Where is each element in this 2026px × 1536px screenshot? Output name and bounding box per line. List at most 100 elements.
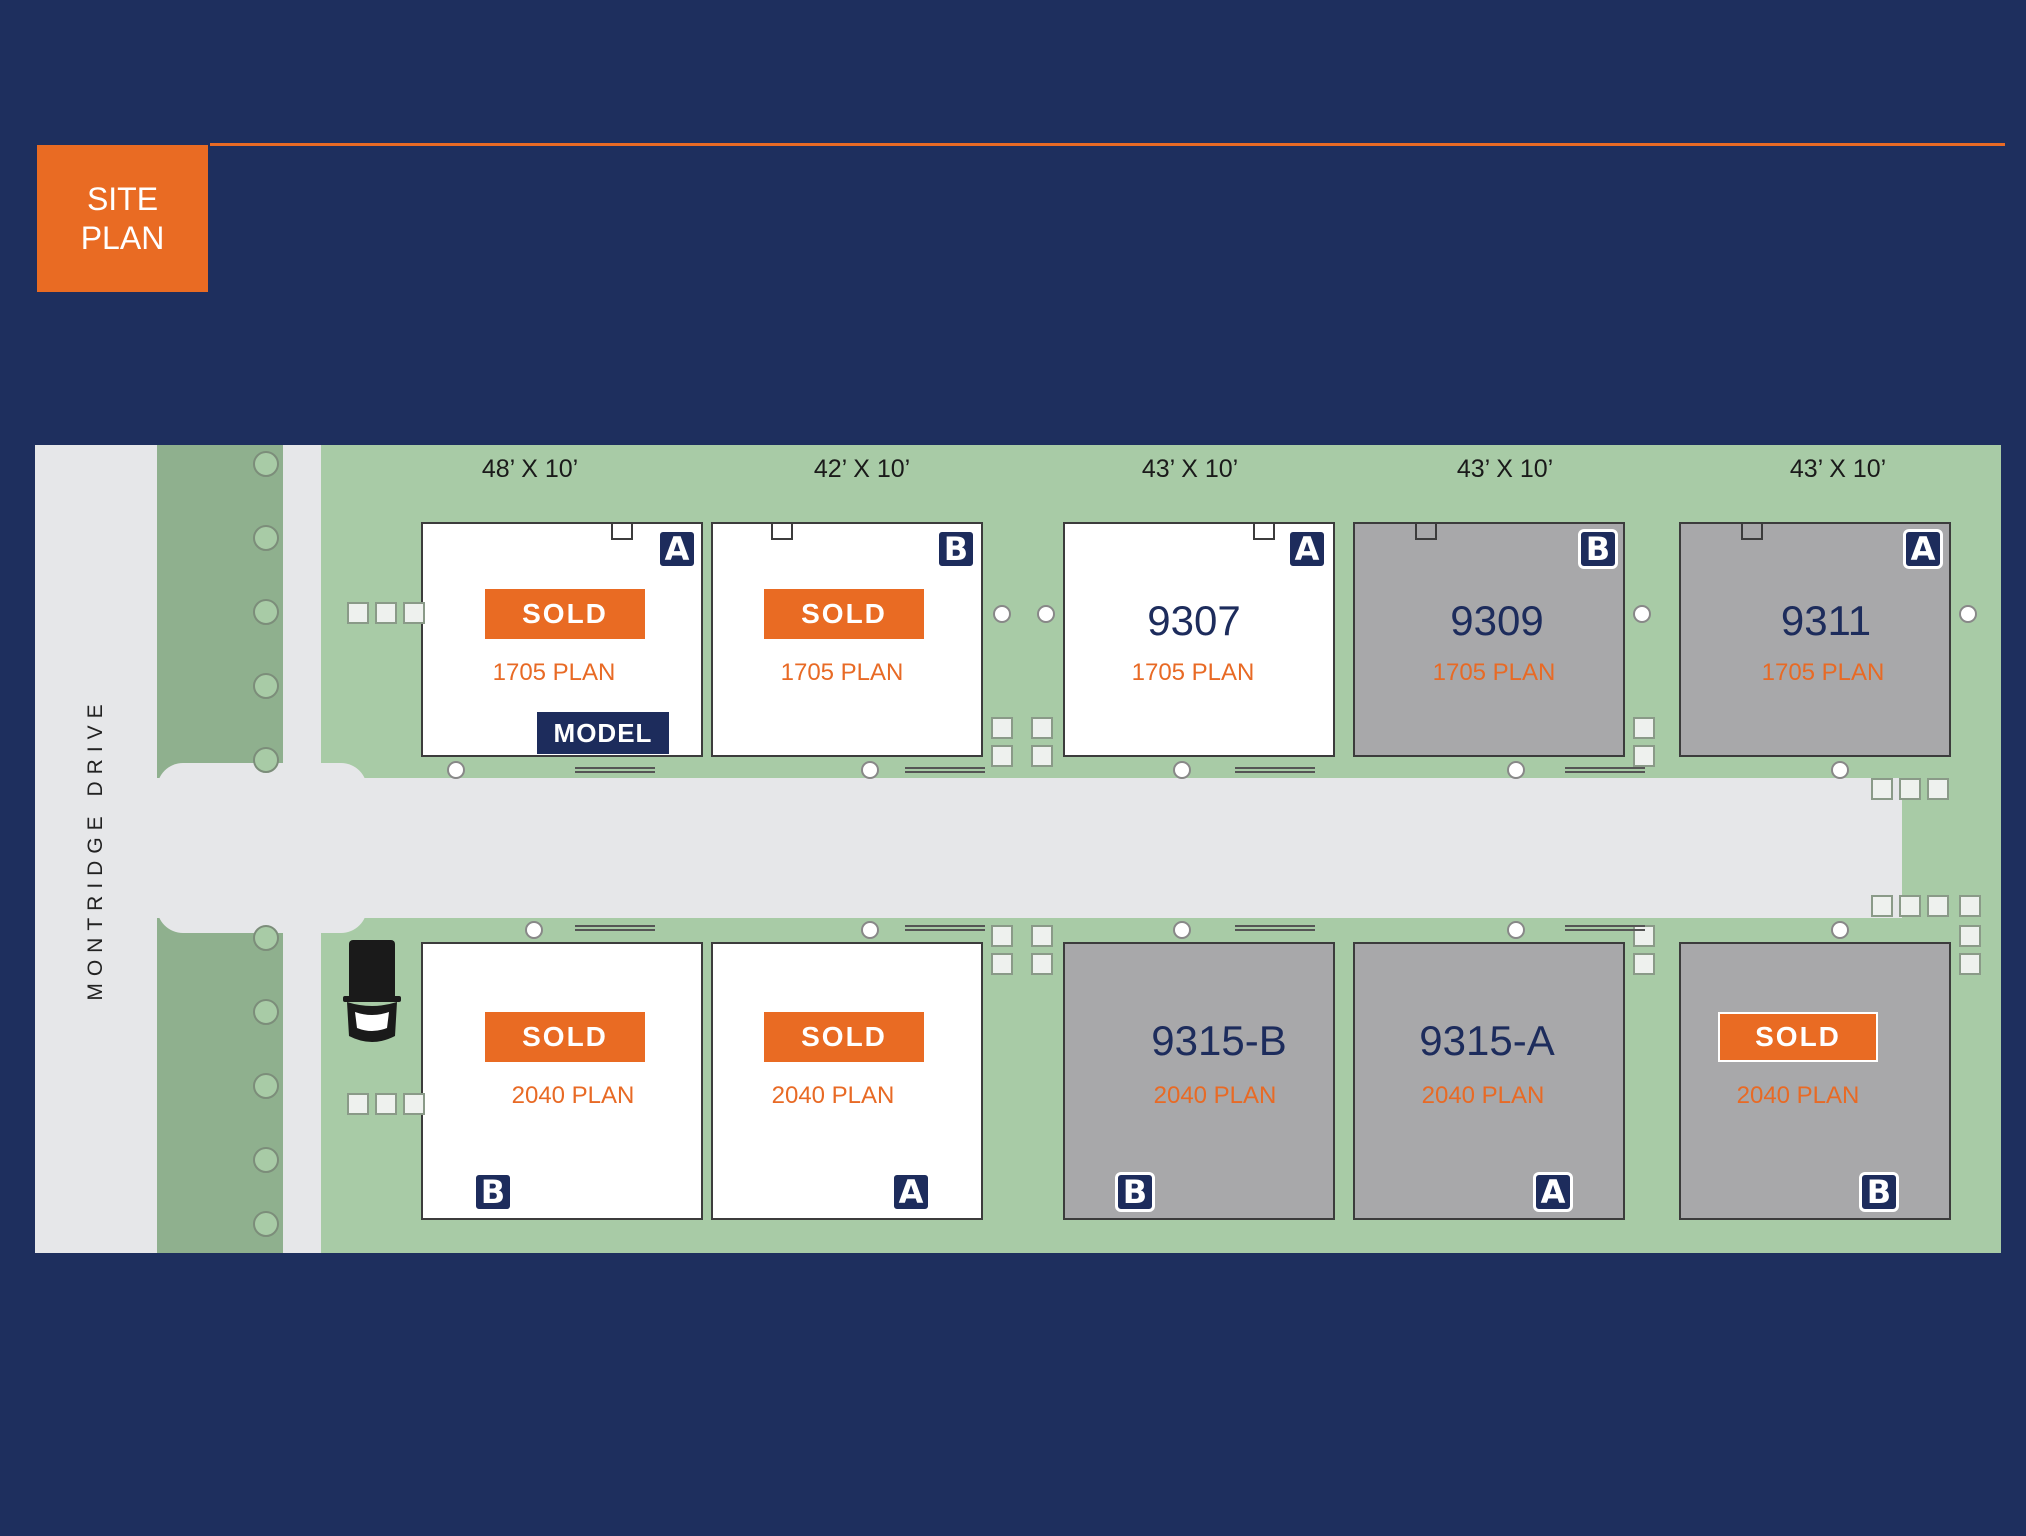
utility-pad <box>1899 895 1921 917</box>
lot-letter-badge: A <box>1287 529 1327 569</box>
utility-pad <box>1633 953 1655 975</box>
tree-icon <box>253 599 279 625</box>
sold-badge: SOLD <box>764 589 924 639</box>
unit-bottom-9315-a[interactable]: 9315-A 2040 PLAN A <box>1353 942 1625 1220</box>
utility-pad <box>1959 895 1981 917</box>
lot-number: 9311 <box>1780 597 1872 644</box>
site-plan-badge-line1: SITE <box>86 180 159 217</box>
tree-icon <box>253 999 279 1025</box>
fence-line <box>1235 925 1315 931</box>
unit-top-9309[interactable]: B 9309 1705 PLAN <box>1353 522 1625 757</box>
fence-line <box>1235 767 1315 773</box>
utility-pad <box>991 925 1013 947</box>
tree-icon <box>253 1147 279 1173</box>
meter-icon <box>1507 921 1525 939</box>
lot-number: 9315-A <box>1419 1017 1555 1064</box>
plan-label: 2040 PLAN <box>1153 1082 1277 1109</box>
site-plan-badge-line2: PLAN <box>80 219 165 256</box>
lot-dimension: 43’ X 10’ <box>1456 455 1554 483</box>
sold-badge: SOLD <box>485 589 645 639</box>
meter-icon <box>1831 921 1849 939</box>
utility-pad <box>375 1093 397 1115</box>
utility-pad <box>403 1093 425 1115</box>
fence-line <box>905 767 985 773</box>
unit-bottom-1[interactable]: SOLD 2040 PLAN B <box>421 942 703 1220</box>
meter-icon <box>1507 761 1525 779</box>
lot-letter-badge: B <box>473 1172 513 1212</box>
unit-bottom-5[interactable]: SOLD 2040 PLAN B <box>1679 942 1951 1220</box>
unit-bottom-2[interactable]: SOLD 2040 PLAN A <box>711 942 983 1220</box>
plan-label: 2040 PLAN <box>771 1082 895 1109</box>
meter-icon <box>993 605 1011 623</box>
meter-icon <box>861 921 879 939</box>
plan-label: 2040 PLAN <box>1736 1082 1860 1109</box>
unit-notch <box>1741 522 1763 540</box>
utility-pad <box>1633 745 1655 767</box>
unit-top-2[interactable]: B SOLD 1705 PLAN <box>711 522 983 757</box>
lot-dimension: 43’ X 10’ <box>1789 455 1887 483</box>
tree-icon <box>253 673 279 699</box>
plan-label: 1705 PLAN <box>1131 659 1255 686</box>
utility-pad <box>1899 778 1921 800</box>
utility-pad <box>1633 717 1655 739</box>
utility-pad <box>1871 895 1893 917</box>
lot-number: 9315-B <box>1151 1017 1287 1064</box>
lot-number: 9307 <box>1147 597 1241 644</box>
lot-letter-badge: B <box>936 529 976 569</box>
unit-notch <box>771 522 793 540</box>
lot-letter-badge: B <box>1115 1172 1155 1212</box>
utility-pad <box>375 602 397 624</box>
unit-top-1[interactable]: A SOLD 1705 PLAN MODEL <box>421 522 703 757</box>
meter-icon <box>1037 605 1055 623</box>
tree-icon <box>253 525 279 551</box>
utility-pad <box>1031 717 1053 739</box>
unit-notch <box>1253 522 1275 540</box>
plan-label: 1705 PLAN <box>780 659 904 686</box>
meter-icon <box>861 761 879 779</box>
tree-icon <box>253 451 279 477</box>
utility-pad <box>1959 925 1981 947</box>
utility-pad <box>1871 778 1893 800</box>
model-badge: MODEL <box>537 712 669 754</box>
lot-dimension: 43’ X 10’ <box>1141 455 1239 483</box>
lot-dimension: 42’ X 10’ <box>813 455 911 483</box>
site-map: MONTRIDGE DRIVE 48’ X 10’ 42’ X 10’ 43’ … <box>35 445 2001 1253</box>
plan-label: 1705 PLAN <box>1761 659 1885 686</box>
tree-icon <box>253 747 279 773</box>
lot-letter-badge: A <box>891 1172 931 1212</box>
site-plan-badge: SITE PLAN <box>37 145 208 292</box>
street: MONTRIDGE DRIVE <box>35 445 157 1253</box>
fence-line <box>1565 767 1645 773</box>
unit-notch <box>611 522 633 540</box>
utility-pad <box>1031 925 1053 947</box>
lot-letter-badge: B <box>1578 529 1618 569</box>
utility-pad <box>991 745 1013 767</box>
utility-pad <box>1031 953 1053 975</box>
lot-letter-badge: A <box>1533 1172 1573 1212</box>
meter-icon <box>525 921 543 939</box>
meter-icon <box>447 761 465 779</box>
meter-icon <box>1173 761 1191 779</box>
tree-icon <box>253 1211 279 1237</box>
lot-letter-badge: A <box>1903 529 1943 569</box>
fence-line <box>575 767 655 773</box>
unit-top-9311[interactable]: A 9311 1705 PLAN <box>1679 522 1951 757</box>
utility-pad <box>403 602 425 624</box>
lot-number: 9309 <box>1450 597 1544 644</box>
unit-top-9307[interactable]: A 9307 1705 PLAN <box>1063 522 1335 757</box>
utility-pad <box>347 602 369 624</box>
unit-notch <box>1415 522 1437 540</box>
utility-pad <box>1927 778 1949 800</box>
meter-icon <box>1959 605 1977 623</box>
header-accent-line <box>210 143 2005 146</box>
plan-label: 2040 PLAN <box>1421 1082 1545 1109</box>
unit-bottom-9315-b[interactable]: 9315-B 2040 PLAN B <box>1063 942 1335 1220</box>
plan-label: 1705 PLAN <box>1432 659 1556 686</box>
lot-letter-badge: B <box>1859 1172 1899 1212</box>
lot-dimension: 48’ X 10’ <box>481 455 579 483</box>
meter-icon <box>1831 761 1849 779</box>
tree-icon <box>253 925 279 951</box>
fence-line <box>905 925 985 931</box>
utility-pad <box>1031 745 1053 767</box>
utility-pad <box>1959 953 1981 975</box>
